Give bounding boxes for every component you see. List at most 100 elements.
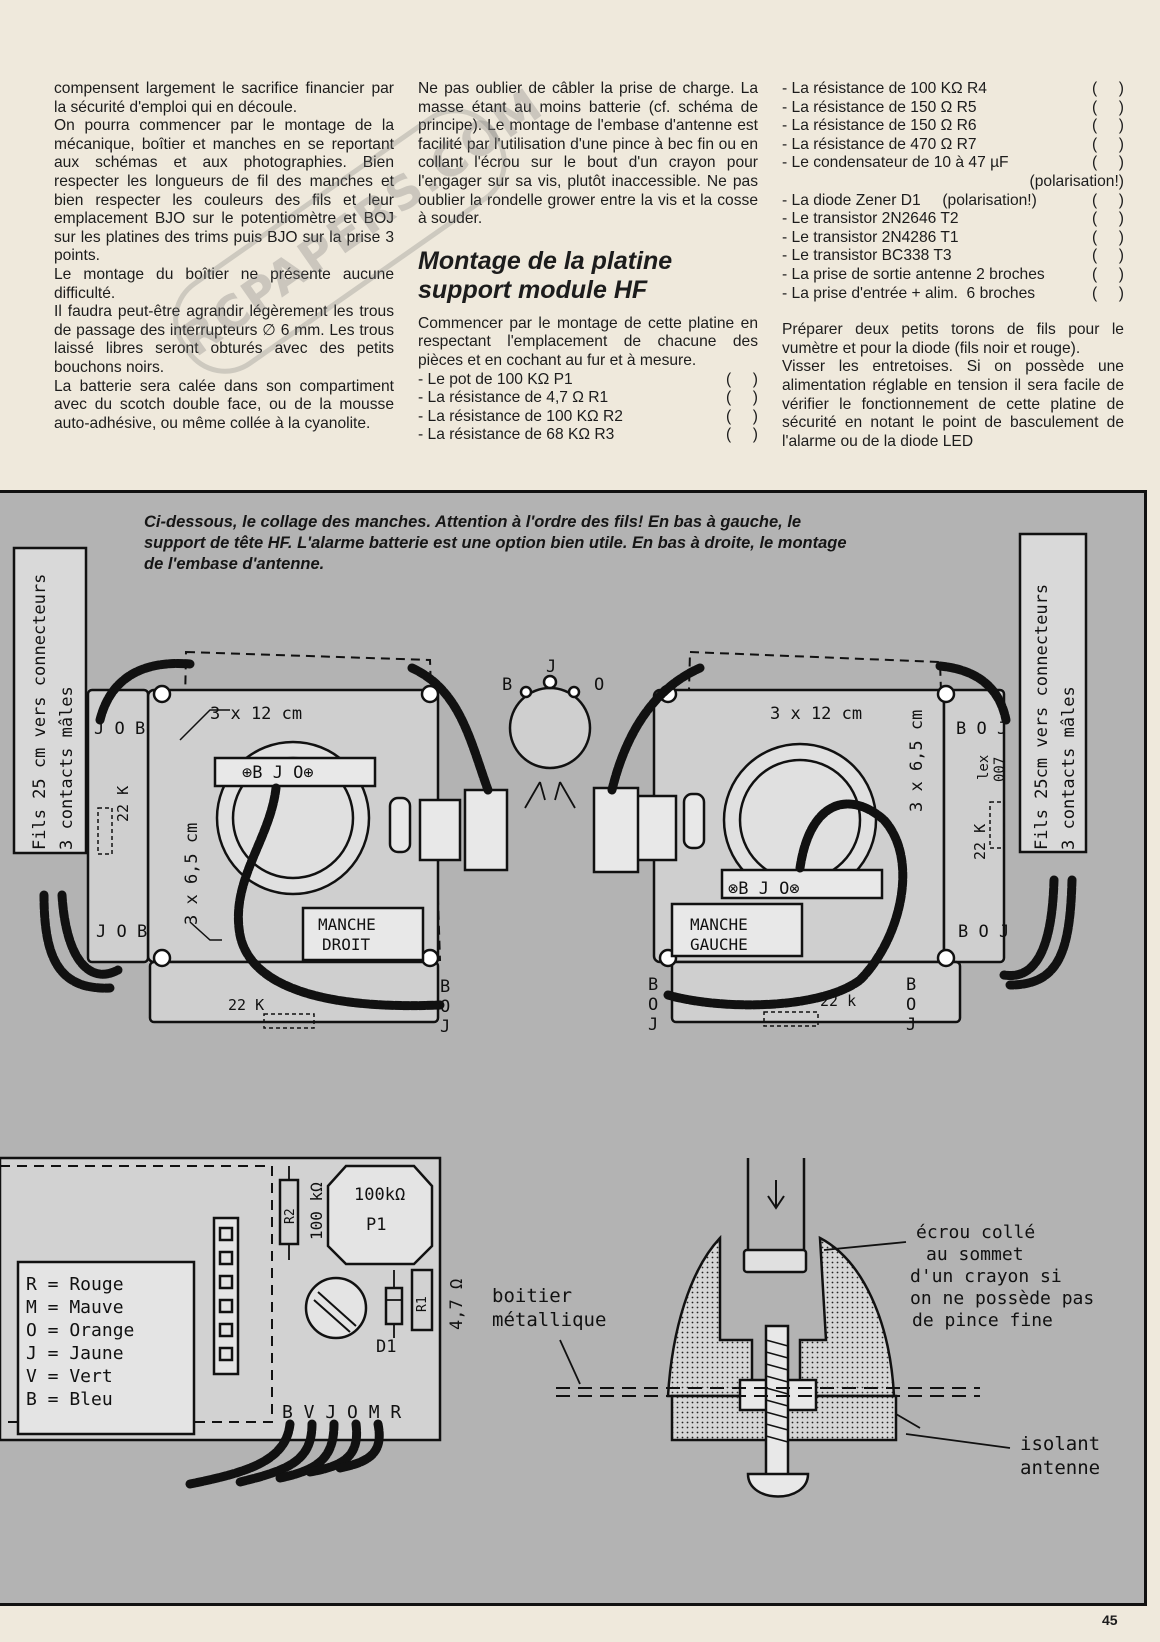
checkbox-mark: ( ) [1091, 135, 1124, 153]
wire-order-label: J O B [96, 922, 147, 942]
wire-order-label: J O B [94, 719, 145, 739]
paragraph: Visser les entretoises. Si on possède un… [782, 358, 1124, 450]
screw-note: 3 x 12 cm [210, 704, 302, 724]
figure-caption: Ci-dessous, le collage des manches. Atte… [144, 513, 847, 573]
resistor-22k-dashed [763, 1011, 819, 1027]
parts-list-item: - La diode Zener D1 (polarisation!)( ) [782, 191, 1124, 209]
parts-list-item: - Le condensateur de 10 à 47 µF( ) [782, 154, 1124, 172]
resistor-22k-dashed [97, 807, 113, 855]
parts-list-item: - La résistance de 150 Ω R6( ) [782, 117, 1124, 135]
manche-gauche-assembly [592, 650, 1006, 1024]
component-label: R1 [415, 1296, 430, 1312]
wire-order-label: B O J [958, 922, 1009, 942]
checkbox-mark: ( ) [725, 389, 758, 407]
checkbox-mark: ( ) [1091, 210, 1124, 228]
checkbox-mark: ( ) [1091, 191, 1124, 209]
checkbox-mark: ( ) [1091, 265, 1124, 283]
paragraph: compensent largement le sacrifice financ… [54, 80, 394, 116]
paragraph: La batterie sera calée dans son comparti… [54, 377, 394, 432]
wire-letter: O [440, 997, 450, 1017]
lex-label: 007 [992, 757, 1008, 782]
wire-label: Fils 25 cm vers connecteurs [30, 574, 50, 850]
annotation: au sommet [926, 1244, 1024, 1265]
manche-label: MANCHE [318, 915, 376, 934]
hf-wire-bundle [185, 1419, 384, 1489]
wire-label: 3 contacts mâles [57, 686, 77, 850]
parts-list-item: - Le transistor BC338 T3( ) [782, 247, 1124, 265]
annotation: boitier [492, 1285, 572, 1307]
checkbox-mark: ( ) [1091, 98, 1124, 116]
wire-letter: O [906, 995, 916, 1015]
checkbox-mark: ( ) [725, 370, 758, 388]
pot-pin-label: ⊗B J O⊗ [728, 879, 800, 899]
annotation: écrou collé [916, 1222, 1035, 1243]
polarisation-note: (polarisation!) [1029, 172, 1124, 190]
parts-list-item: - Le transistor 2N2646 T2( ) [782, 210, 1124, 228]
color-legend-item: R = Rouge [26, 1274, 124, 1295]
annotation: isolant [1020, 1433, 1100, 1455]
color-legend-item: M = Mauve [26, 1297, 124, 1318]
resistor-22k-dashed [989, 801, 1005, 849]
checkbox-mark: ( ) [1091, 284, 1124, 302]
wire-label: Fils 25cm vers connecteurs [1032, 584, 1052, 850]
paragraph: Ne pas oublier de câbler la prise de cha… [418, 80, 758, 228]
resistor-label: 22 k [820, 992, 856, 1010]
parts-list-item: - La prise d'entrée + alim. 6 broches( ) [782, 284, 1124, 302]
color-legend-item: V = Vert [26, 1366, 113, 1387]
lex-label: lex [976, 755, 992, 780]
pin-order-label: B V J O M R [282, 1402, 401, 1423]
paragraph: On pourra commencer par le montage de la… [54, 117, 394, 265]
manche-label: MANCHE [690, 915, 748, 934]
pot-pin-label: ⊕B J O⊕ [242, 763, 314, 783]
pot-pin-label: B [502, 675, 512, 695]
manche-label: DROIT [322, 935, 371, 954]
checkbox-mark: ( ) [725, 407, 758, 425]
annotation: de pince fine [912, 1310, 1053, 1331]
checkbox-mark: ( ) [1091, 154, 1124, 172]
parts-list-item: - La résistance de 470 Ω R7( ) [782, 135, 1124, 153]
component-label: D1 [376, 1337, 396, 1357]
right-wire-label-box: Fils 25cm vers connecteurs 3 contacts mâ… [1018, 532, 1088, 854]
paragraph: Préparer deux petits torons de fils pour… [782, 321, 1124, 357]
center-pot-detail [508, 674, 592, 809]
color-legend-item: B = Bleu [26, 1389, 113, 1410]
color-legend-item: O = Orange [26, 1320, 134, 1341]
left-wire-label-box: Fils 25 cm vers connecteurs 3 contacts m… [12, 546, 88, 855]
manche-label: GAUCHE [690, 935, 748, 954]
checkbox-mark: ( ) [1091, 247, 1124, 265]
wire-label: 3 contacts mâles [1059, 686, 1079, 850]
paragraph: Il faudra peut-être agrandir légèrement … [54, 303, 394, 376]
paragraph: Le montage du boîtier ne présente aucune… [54, 265, 394, 302]
pot-pin-label: O [594, 675, 604, 695]
wire-letter: J [440, 1017, 450, 1037]
section-heading: Montage de la platine support module HF [418, 246, 673, 304]
checkbox-mark: ( ) [725, 426, 758, 444]
pot-pin-label: J [546, 657, 556, 677]
wire-order-label: B O J [956, 719, 1007, 739]
wire-letter: B [648, 975, 658, 995]
paragraph: Commencer par le montage de cette platin… [418, 314, 758, 369]
resistor-22k-dashed [263, 1013, 315, 1029]
wire-letter: B [440, 977, 450, 997]
annotation: métallique [492, 1309, 606, 1331]
screw-note: 3 x 12 cm [770, 704, 862, 724]
component-value: 4,7 Ω [447, 1279, 467, 1330]
parts-list-item: - Le pot de 100 KΩ P1( ) [418, 370, 758, 388]
text-column-3: - La résistance de 100 KΩ R4( ) - La rés… [782, 80, 1124, 451]
annotation: antenne [1020, 1457, 1100, 1479]
parts-list-item: - Le transistor 2N4286 T1( ) [782, 228, 1124, 246]
parts-list-item: - La prise de sortie antenne 2 broches( … [782, 265, 1124, 283]
wire-letter: J [906, 1015, 916, 1035]
hf-support-board [0, 1156, 442, 1442]
page-number: 45 [1102, 1612, 1118, 1628]
parts-list-item: - La résistance de 100 KΩ R4( ) [782, 80, 1124, 97]
wire-letter: O [648, 995, 658, 1015]
component-label: R2 [283, 1208, 298, 1224]
checkbox-mark: ( ) [1091, 117, 1124, 135]
text-column-1: compensent largement le sacrifice financ… [54, 80, 394, 433]
component-label: P1 [366, 1215, 386, 1235]
screw-note: 3 x 6,5 cm [182, 823, 202, 925]
text-column-2: Ne pas oublier de câbler la prise de cha… [418, 80, 758, 445]
screw-note: 3 x 6,5 cm [907, 710, 927, 812]
